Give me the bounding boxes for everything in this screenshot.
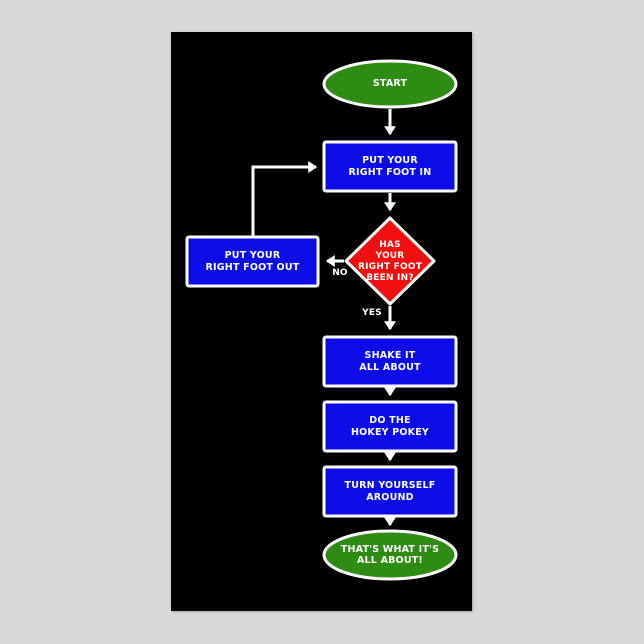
put-in-box xyxy=(322,140,458,193)
yes-label: YES xyxy=(362,308,382,319)
hokey-box xyxy=(322,400,458,453)
no-label: NO xyxy=(332,268,348,279)
start-label: START xyxy=(372,78,408,90)
hokey-label: DO THE HOKEY POKEY xyxy=(350,415,430,438)
put-in-label: PUT YOUR RIGHT FOOT IN xyxy=(348,155,432,178)
turn-box xyxy=(322,465,458,518)
shake-box xyxy=(322,335,458,388)
shake-label: SHAKE IT ALL ABOUT xyxy=(359,350,421,373)
put-out-label: PUT YOUR RIGHT FOOT OUT xyxy=(205,250,300,273)
start-terminal xyxy=(322,59,458,109)
connectors xyxy=(251,109,396,527)
end-terminal xyxy=(322,529,458,581)
decision-diamond xyxy=(344,216,436,306)
arrow-loop-back xyxy=(251,161,318,236)
turn-label: TURN YOURSELF AROUND xyxy=(344,480,436,503)
put-out-box xyxy=(185,235,320,288)
decision-label: HAS YOUR RIGHT FOOT BEEN IN? xyxy=(357,240,423,283)
end-label: THAT'S WHAT IT'S ALL ABOUT! xyxy=(340,543,440,567)
